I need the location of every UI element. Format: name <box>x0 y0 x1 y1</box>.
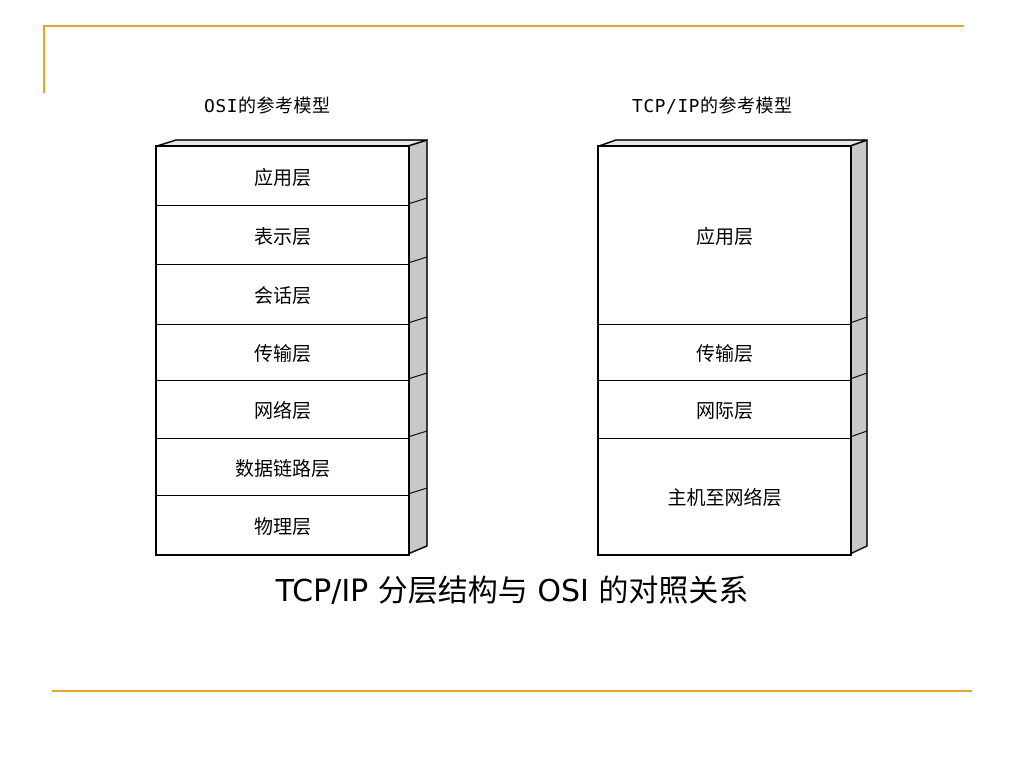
osi-layer-data-link: 数据链路层 <box>157 438 408 495</box>
tcpip-layer-transport: 传输层 <box>599 324 850 380</box>
osi-layer-presentation: 表示层 <box>157 205 408 264</box>
osi-model-title: OSI的参考模型 <box>204 96 331 117</box>
tcpip-layer-internet: 网际层 <box>599 380 850 438</box>
tcpip-stack: 应用层 传输层 网际层 主机至网络层 <box>597 145 852 556</box>
bottom-accent-rule <box>52 690 972 692</box>
osi-layer-session: 会话层 <box>157 264 408 324</box>
top-accent-rule <box>43 25 964 27</box>
osi-stack: 应用层 表示层 会话层 传输层 网络层 数据链路层 物理层 <box>155 145 410 556</box>
osi-layer-application: 应用层 <box>253 166 311 189</box>
osi-layer-physical: 物理层 <box>157 495 408 554</box>
tcpip-layer-host-to-network: 主机至网络层 <box>599 438 850 554</box>
diagram-caption: TCP/IP 分层结构与 OSI 的对照关系 <box>275 574 749 609</box>
osi-layer-transport: 传输层 <box>157 324 408 380</box>
tcpip-model-title: TCP/IP的参考模型 <box>632 96 793 117</box>
left-accent-rule <box>43 25 45 93</box>
tcpip-layer-application: 应用层 <box>695 226 753 248</box>
osi-layer-network: 网络层 <box>157 380 408 438</box>
